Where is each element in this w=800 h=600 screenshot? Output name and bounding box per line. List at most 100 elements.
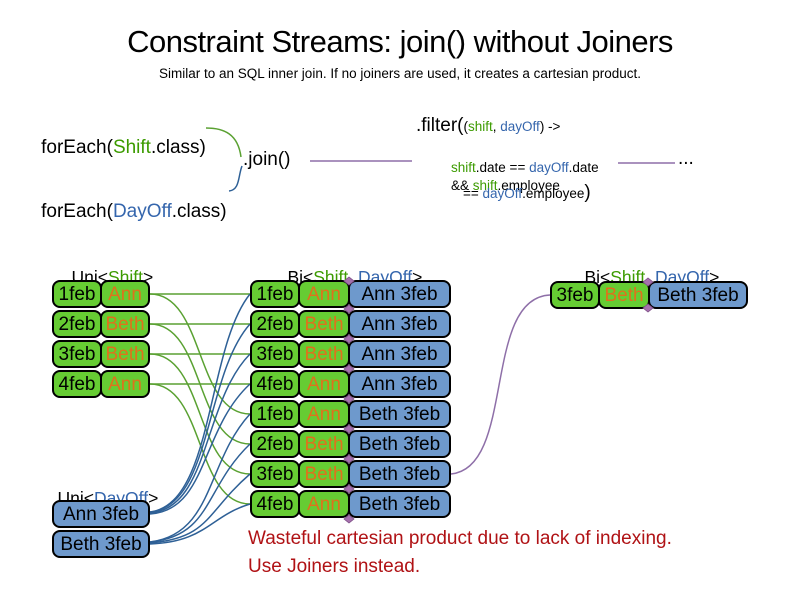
code-filter-l2-end: .date [568, 160, 599, 175]
result-row-employee: Beth [598, 281, 650, 309]
code-filter-l2-mid: .date == [475, 160, 530, 175]
code-filter-line2: shift.date == dayOff.date [436, 145, 599, 190]
header-bi-right-post: > [709, 267, 720, 287]
uni-shift-row-4-employee-label: Ann [108, 373, 142, 395]
bi-row-2-employee: Beth [298, 310, 350, 338]
code-filter-l3-op: && [451, 178, 473, 193]
bi-row-5-employee-label: Ann [307, 403, 341, 425]
bi-row-1-date: 1feb [250, 280, 300, 308]
bi-row-2-dayoff: Ann 3feb [348, 310, 451, 338]
code-filter-line3: && shift.employee [436, 163, 560, 208]
uni-dayoff-row-2: Beth 3feb [52, 530, 150, 558]
shift2-to-bi6-line [149, 323, 251, 445]
uni-shift-row-1-employee: Ann [100, 280, 150, 308]
bi-row-6-employee-label: Beth [304, 433, 344, 455]
code-foreach-dayoff-fn: forEach( [41, 201, 113, 222]
shift3-to-bi7-line [149, 353, 251, 475]
code-filter-l4-end: .employee [522, 186, 585, 201]
bi-row-3-dayoff: Ann 3feb [348, 340, 451, 368]
brace-shift-line [205, 127, 242, 158]
header-uni-shift-post: > [142, 267, 154, 287]
bi-row-3-employee-label: Beth [304, 343, 344, 365]
result-row-dayoff: Beth 3feb [648, 281, 748, 309]
uni-shift-row-3-employee-label: Beth [105, 343, 145, 365]
bi-row-8-date: 4feb [250, 490, 300, 518]
uni-shift-row-3-employee: Beth [100, 340, 150, 368]
uni-shift-row-2-date: 2feb [52, 310, 102, 338]
code-filter-line4: == dayOff.employee) [463, 182, 591, 204]
bi-row-6-employee: Beth [298, 430, 350, 458]
bi-row-5-date: 1feb [250, 400, 300, 428]
code-filter-l2-shift: shift [451, 160, 476, 175]
bi-row-8-employee: Ann [298, 490, 350, 518]
uni-shift-row-1-employee-label: Ann [108, 283, 142, 305]
bi-row-2-date: 2feb [250, 310, 300, 338]
code-filter-param-shift: shift [468, 119, 493, 134]
uni-shift-row-2-employee: Beth [100, 310, 150, 338]
code-filter-l2-dayoff: dayOff [529, 160, 569, 175]
header-bi-mid-post: > [412, 267, 423, 287]
warning-line-2: Use Joiners instead. [248, 556, 421, 577]
bi-row-6-dayoff: Beth 3feb [348, 430, 451, 458]
dayoff2-to-bi5-line [149, 413, 251, 543]
code-ellipsis: ... [678, 148, 694, 169]
bi-row-8-employee-label: Ann [307, 493, 341, 515]
bi-row-3-date: 3feb [250, 340, 300, 368]
code-filter-sig-sep: , [492, 119, 501, 134]
code-filter-sig-open: ( [463, 119, 469, 134]
bi-row-1-employee-label: Ann [307, 283, 341, 305]
bi-row-5-dayoff: Beth 3feb [348, 400, 451, 428]
uni-shift-row-1-date: 1feb [52, 280, 102, 308]
code-filter-l4-close: ) [584, 182, 591, 203]
bi7-to-result-line [450, 294, 551, 475]
shift1-to-bi5-line [149, 293, 251, 415]
bi-row-1-dayoff: Ann 3feb [348, 280, 451, 308]
code-filter-line1: .filter((shift, dayOff) -> [416, 115, 560, 137]
bi-row-7-date: 3feb [250, 460, 300, 488]
bi-row-2-employee-label: Beth [304, 313, 344, 335]
header-bi-right-sep: , [645, 267, 655, 287]
page-title: Constraint Streams: join() without Joine… [127, 24, 673, 59]
page-subtitle: Similar to an SQL inner join. If no join… [159, 66, 641, 81]
uni-shift-row-4-employee: Ann [100, 370, 150, 398]
dayoff1-to-bi3-line [149, 353, 251, 514]
brace-dayoff-line [228, 165, 243, 192]
bi-row-8-dayoff: Beth 3feb [348, 490, 451, 518]
code-join: .join() [243, 149, 291, 170]
dayoff2-to-bi8-line [149, 503, 251, 545]
code-filter-l3-end: .employee [497, 178, 560, 193]
shift4-to-bi8-line [149, 383, 251, 505]
code-foreach-shift-suffix: .class) [150, 137, 206, 158]
dayoff2-to-bi6-line [149, 443, 251, 543]
uni-dayoff-row-1: Ann 3feb [52, 500, 150, 528]
code-filter-sig-close: ) -> [539, 119, 561, 134]
bi-row-4-employee-label: Ann [307, 373, 341, 395]
bi-row-3-employee: Beth [298, 340, 350, 368]
dayoff2-to-bi7-line [149, 473, 251, 544]
bi-row-1-employee: Ann [298, 280, 350, 308]
code-filter-l3-shift: shift [472, 178, 498, 193]
code-filter-l4-dayoff: dayOff [482, 186, 523, 201]
code-foreach-dayoff-suffix: .class) [171, 201, 227, 222]
bi-row-5-employee: Ann [298, 400, 350, 428]
bi-row-7-employee-label: Beth [304, 463, 344, 485]
bi-row-4-employee: Ann [298, 370, 350, 398]
bi-row-4-dayoff: Ann 3feb [348, 370, 451, 398]
dayoff1-to-bi2-line [149, 323, 251, 513]
bi-row-6-date: 2feb [250, 430, 300, 458]
code-foreach-dayoff-arg: DayOff [112, 201, 172, 222]
code-filter-head: .filter( [416, 115, 464, 136]
code-foreach-dayoff: forEach(DayOff.class) [20, 179, 227, 245]
result-row-date: 3feb [550, 281, 600, 309]
uni-shift-row-2-employee-label: Beth [105, 313, 145, 335]
dayoff1-to-bi1-line [149, 293, 251, 513]
bi-row-7-dayoff: Beth 3feb [348, 460, 451, 488]
dayoff1-to-bi4-line [149, 383, 251, 515]
code-foreach-shift-arg: Shift [112, 137, 151, 158]
code-filter-l4-op: == [463, 186, 483, 201]
code-foreach-shift-fn: forEach( [41, 137, 113, 158]
warning-line-1: Wasteful cartesian product due to lack o… [248, 528, 672, 549]
code-filter-param-dayoff: dayOff [500, 119, 540, 134]
uni-shift-row-3-date: 3feb [52, 340, 102, 368]
uni-shift-row-4-date: 4feb [52, 370, 102, 398]
